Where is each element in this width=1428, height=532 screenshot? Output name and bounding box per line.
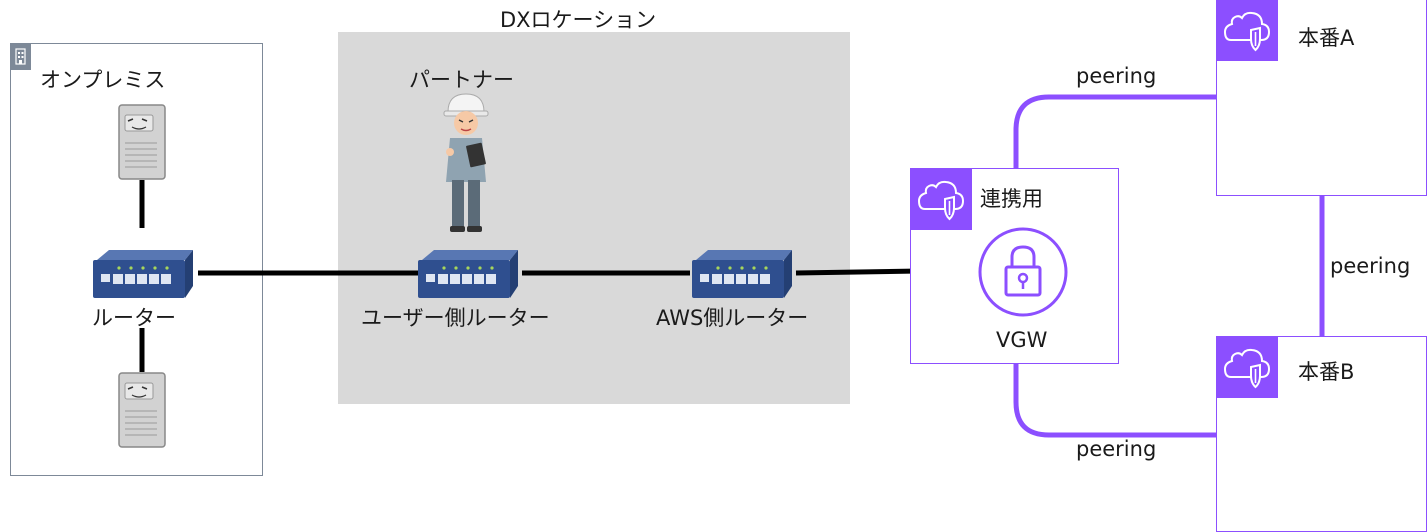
peering-top-label: peering: [1076, 64, 1157, 88]
vpc-prod-a: [1216, 0, 1427, 196]
peering-top-path: [1013, 94, 1216, 168]
network-switch-icon: [688, 246, 796, 306]
cloud-shield-icon: [1217, 337, 1278, 398]
aws-router-label: AWS側ルーター: [656, 306, 809, 330]
vpc-prod-b-label: 本番B: [1298, 360, 1355, 384]
vpc-prod-a-label: 本番A: [1298, 26, 1355, 50]
server-icon: [117, 371, 167, 453]
peering-bottom-path: [1013, 364, 1216, 438]
building-icon: [10, 43, 31, 70]
dx-location-group: [338, 32, 850, 404]
server-icon: [117, 103, 167, 185]
worker-with-clipboard-icon: [440, 92, 492, 240]
dx-location-label: DXロケーション: [500, 8, 657, 32]
vpc-link-label: 連携用: [980, 187, 1043, 211]
partner-label: パートナー: [409, 68, 514, 92]
onprem-router-label: ルーター: [92, 306, 176, 330]
vgw-label: VGW: [996, 328, 1048, 352]
cloud-shield-icon: [1217, 0, 1278, 61]
vpc-prod-b: [1216, 336, 1427, 532]
peering-bottom-label: peering: [1076, 437, 1157, 461]
user-router-label: ユーザー側ルーター: [361, 306, 550, 330]
network-switch-icon: [89, 246, 197, 306]
network-switch-icon: [414, 246, 522, 306]
peering-right-label: peering: [1330, 254, 1411, 278]
lock-icon: [978, 227, 1068, 321]
cloud-shield-icon: [911, 169, 972, 230]
onprem-label: オンプレミス: [40, 68, 166, 92]
